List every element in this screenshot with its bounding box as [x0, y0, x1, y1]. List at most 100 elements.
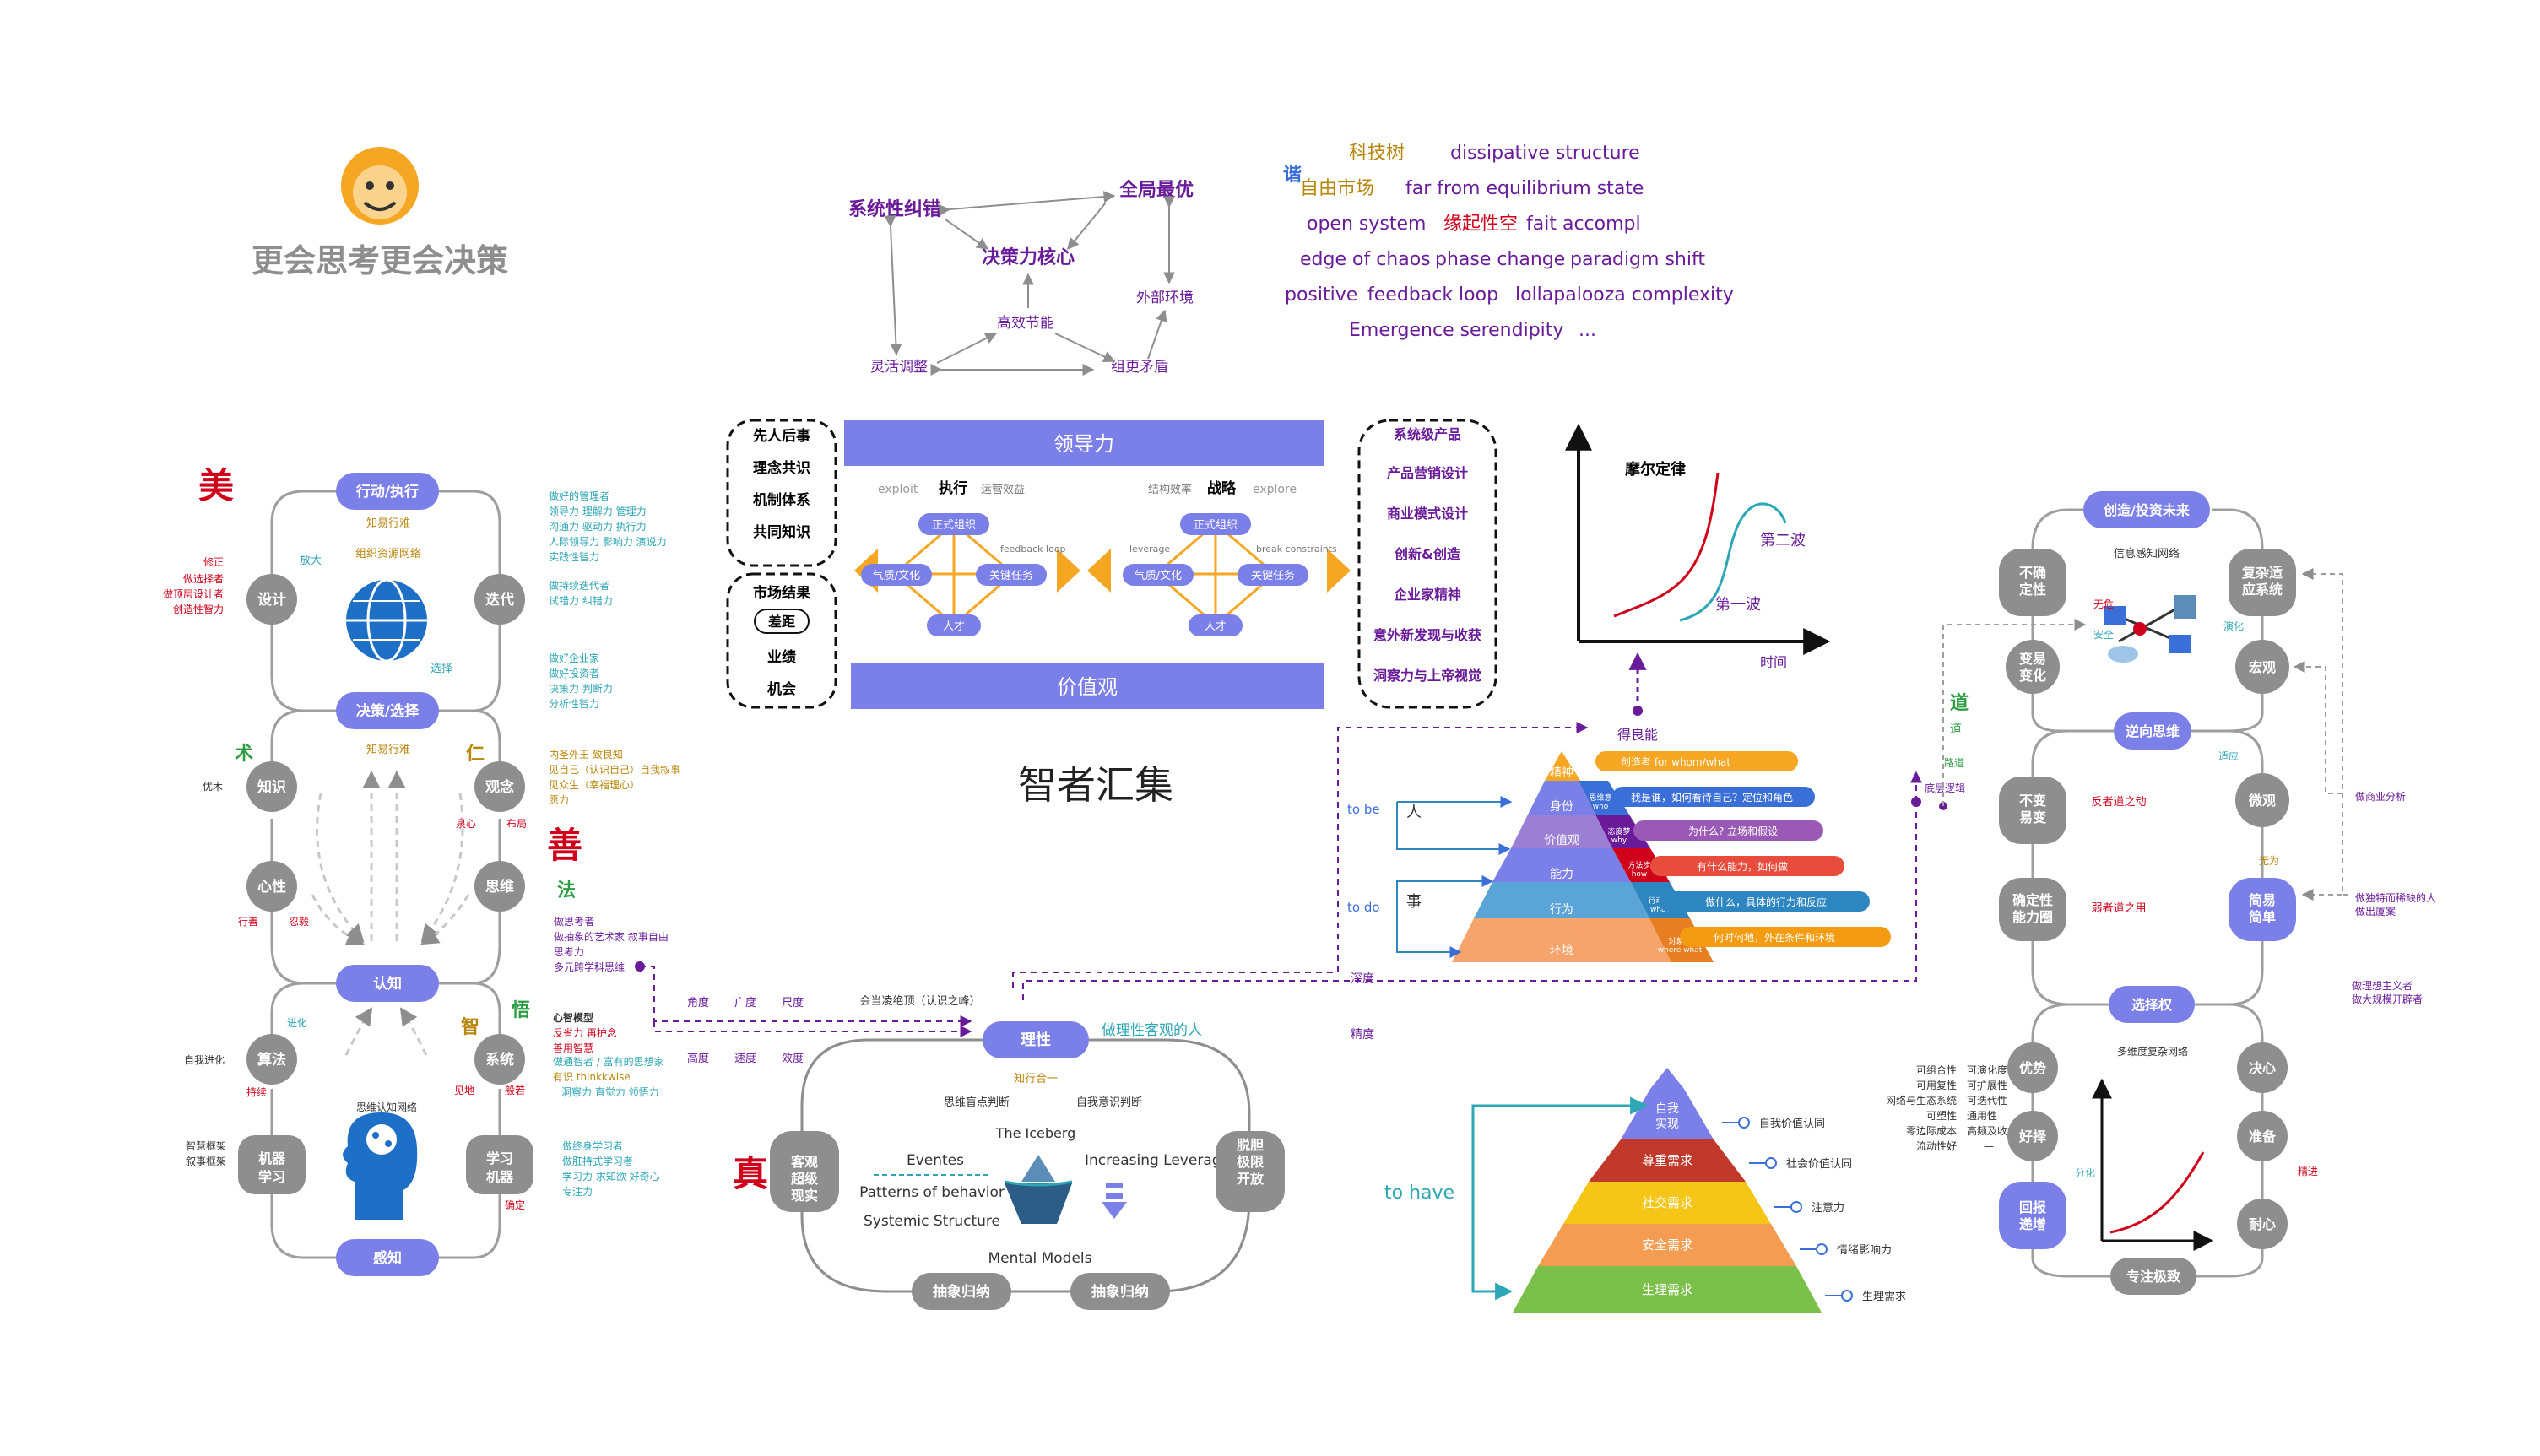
node-abstract: 抽象归纳 [933, 1283, 990, 1301]
node-create-future: 创造/投资未来 [2103, 502, 2191, 518]
lbl: 做理性客观的人 [1102, 1022, 1202, 1039]
center-title: 智者汇集 [1018, 762, 1173, 808]
lbl: 做终身学习者 [562, 1139, 623, 1152]
node-micro: 微观 [2248, 793, 2276, 809]
node-preference: 好择 [2018, 1129, 2047, 1145]
zhi-char: 智 [461, 1016, 479, 1038]
strategy-sub-label: 结构效率 [1148, 483, 1192, 496]
lbl: 泉心 [456, 818, 476, 830]
lbl: 做肛持式学习者 [562, 1155, 633, 1167]
svg-text:思维意: 思维意 [1589, 793, 1611, 803]
svg-text:how: how [1632, 870, 1648, 879]
pyr-layer: 身份 [1550, 800, 1573, 814]
lbl: 通用性 [1967, 1110, 1997, 1122]
lbl: 选择 [431, 663, 452, 675]
capability-item: 企业家精神 [1393, 587, 1461, 603]
svg-text:叙事框架: 叙事框架 [186, 1156, 226, 1167]
lbl: 专注力 [562, 1185, 593, 1198]
node-rational: 理性 [1021, 1031, 1051, 1049]
node-talent: 人才 [1205, 620, 1227, 633]
maslow-label: 生理需求 [1862, 1291, 1906, 1303]
network-icon [2104, 595, 2196, 663]
lbl: 做思考者 [554, 915, 594, 928]
lbl: 高频及收益 [1967, 1124, 2017, 1137]
svg-text:态度梦: 态度梦 [1607, 826, 1630, 836]
term: 缘起性空 [1443, 214, 1518, 235]
values-bar: 价值观 [1057, 675, 1118, 699]
lbl: 组织资源网络 [355, 547, 421, 560]
constraints-label: break constraints [1256, 544, 1337, 555]
left-cycle: 行动/执行 决策/选择 认知 感知 设计 迭代 知识 观念 心性 思维 算法 系… [163, 465, 680, 1276]
lbl: 底层逻辑 [1925, 782, 1965, 794]
lbl: 善用智慧 [553, 1042, 593, 1054]
svg-text:应系统: 应系统 [2242, 582, 2283, 598]
lbl: 洞察力 直觉力 领悟力 [561, 1085, 659, 1098]
art-char: 术 [235, 744, 253, 765]
lbl: 优木 [203, 781, 223, 793]
leader-item: 差距 [768, 614, 795, 630]
node-error-correction: 系统性纠错 [848, 198, 941, 220]
todo-label: to do [1347, 900, 1380, 915]
svg-text:不变: 不变 [2019, 793, 2046, 809]
moore-title: 摩尔定律 [1625, 460, 1686, 479]
svg-text:实现: 实现 [1655, 1118, 1679, 1131]
lbl: 可扩展性 [1967, 1080, 2007, 1091]
node-choice: 选择权 [2131, 997, 2173, 1013]
lbl: 有识 thinkkwise [553, 1071, 631, 1083]
svg-text:why: why [1611, 836, 1627, 845]
leadership-diagram: 先人后事 理念共识 机制体系 共同知识 市场结果 差距 业绩 机会 领导力 价值… [726, 419, 1497, 709]
ren-char: 仁 [466, 743, 485, 765]
middle-cycle: 角度 广度 尺度 高度 速度 效度 会当凌绝顶（认识之峰） 理性 做理性客观的人… [687, 994, 1285, 1310]
dao-char: 道 [1950, 692, 1969, 714]
lbl: 修正 [203, 555, 224, 568]
lbl: — [1984, 1140, 1994, 1152]
lbl: 学习力 求知欲 好奇心 [562, 1170, 660, 1183]
compound-growth-chart [2092, 1078, 2214, 1251]
lbl: Patterns of behavior [859, 1184, 1005, 1201]
node-decision: 决策/选择 [356, 702, 420, 720]
lbl: 可塑性 [1926, 1109, 1957, 1122]
lbl: 创造性智力 [173, 603, 224, 615]
lbl: 做好的管理者 [549, 490, 609, 502]
maslow-label: 自我价值认同 [1759, 1117, 1825, 1130]
lbl: 忍毅 [289, 915, 309, 928]
svg-text:做独特而稀缺的人: 做独特而稀缺的人 [2355, 891, 2436, 904]
pyr-layer: 精神 [1550, 766, 1573, 780]
lbl: 确定 [505, 1199, 525, 1211]
lbl: 做好投资者 [549, 667, 599, 679]
term: edge of chaos [1300, 249, 1431, 270]
node-key: 关键任务 [1251, 569, 1295, 582]
iceberg-icon [1004, 1155, 1073, 1224]
svg-text:学习: 学习 [258, 1169, 285, 1185]
svg-text:定性: 定性 [2018, 582, 2046, 598]
law-char: 法 [557, 880, 576, 901]
svg-text:现实: 现实 [791, 1188, 818, 1204]
svg-text:递增: 递增 [2019, 1216, 2046, 1232]
lbl: 般若 [505, 1084, 525, 1096]
node-action: 行动/执行 [355, 483, 419, 501]
svg-text:开放: 开放 [1237, 1171, 1265, 1187]
term: feedback loop [1367, 284, 1498, 306]
term: far from equilibrium state [1405, 178, 1644, 199]
lbl: 流动性好 [1916, 1140, 1957, 1152]
tohave-label: to have [1384, 1183, 1454, 1204]
head-brain-icon [343, 1112, 418, 1220]
strategy-label: 战略 [1207, 479, 1237, 497]
svg-text:自我: 自我 [1655, 1102, 1679, 1116]
maslow-layer: 安全需求 [1642, 1237, 1692, 1253]
capability-item: 洞察力与上帝视觉 [1373, 668, 1481, 684]
node-iter: 迭代 [485, 591, 514, 609]
lbl: 角度 [687, 996, 709, 1009]
leadership-bar: 领导力 [1053, 432, 1114, 456]
precision-label: 精度 [1351, 1028, 1374, 1042]
lbl: Mental Models [988, 1250, 1091, 1267]
leader-item: 理念共识 [753, 459, 810, 477]
maslow-label: 情绪影响力 [1837, 1243, 1892, 1257]
svg-text:方法步: 方法步 [1627, 860, 1650, 870]
lbl: 无危 [2093, 598, 2114, 610]
exec-sub-label: 运营效益 [981, 484, 1025, 496]
node-external-env: 外部环境 [1136, 290, 1194, 306]
svg-text:学习: 学习 [486, 1150, 513, 1166]
svg-text:做大规模开辟者: 做大规模开辟者 [2352, 993, 2423, 1005]
lbl: 高度 [687, 1052, 709, 1065]
